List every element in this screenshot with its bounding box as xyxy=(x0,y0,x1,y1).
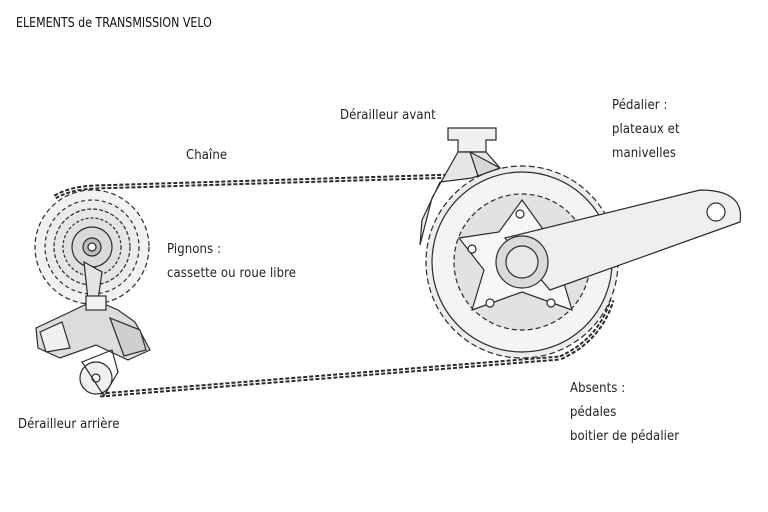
label-sprockets: Pignons : cassette ou roue libre xyxy=(167,242,297,281)
front-derailleur xyxy=(419,127,502,246)
chain xyxy=(53,173,615,398)
label-chain: Chaîne xyxy=(186,148,228,163)
label-front-derailleur: Dérailleur avant xyxy=(340,108,436,123)
label-rear-derailleur: Dérailleur arrière xyxy=(18,417,120,432)
diagram-title: ELEMENTS de TRANSMISSION VELO xyxy=(16,16,212,31)
crank-arm xyxy=(495,189,742,291)
rear-derailleur xyxy=(35,260,151,398)
label-crankset: Pédalier : plateaux et manivelles xyxy=(612,98,680,161)
pedal-hole xyxy=(706,202,726,222)
label-absent-parts: Absents : pédales boitier de pédalier xyxy=(570,381,680,444)
rear-cassette xyxy=(34,189,150,305)
